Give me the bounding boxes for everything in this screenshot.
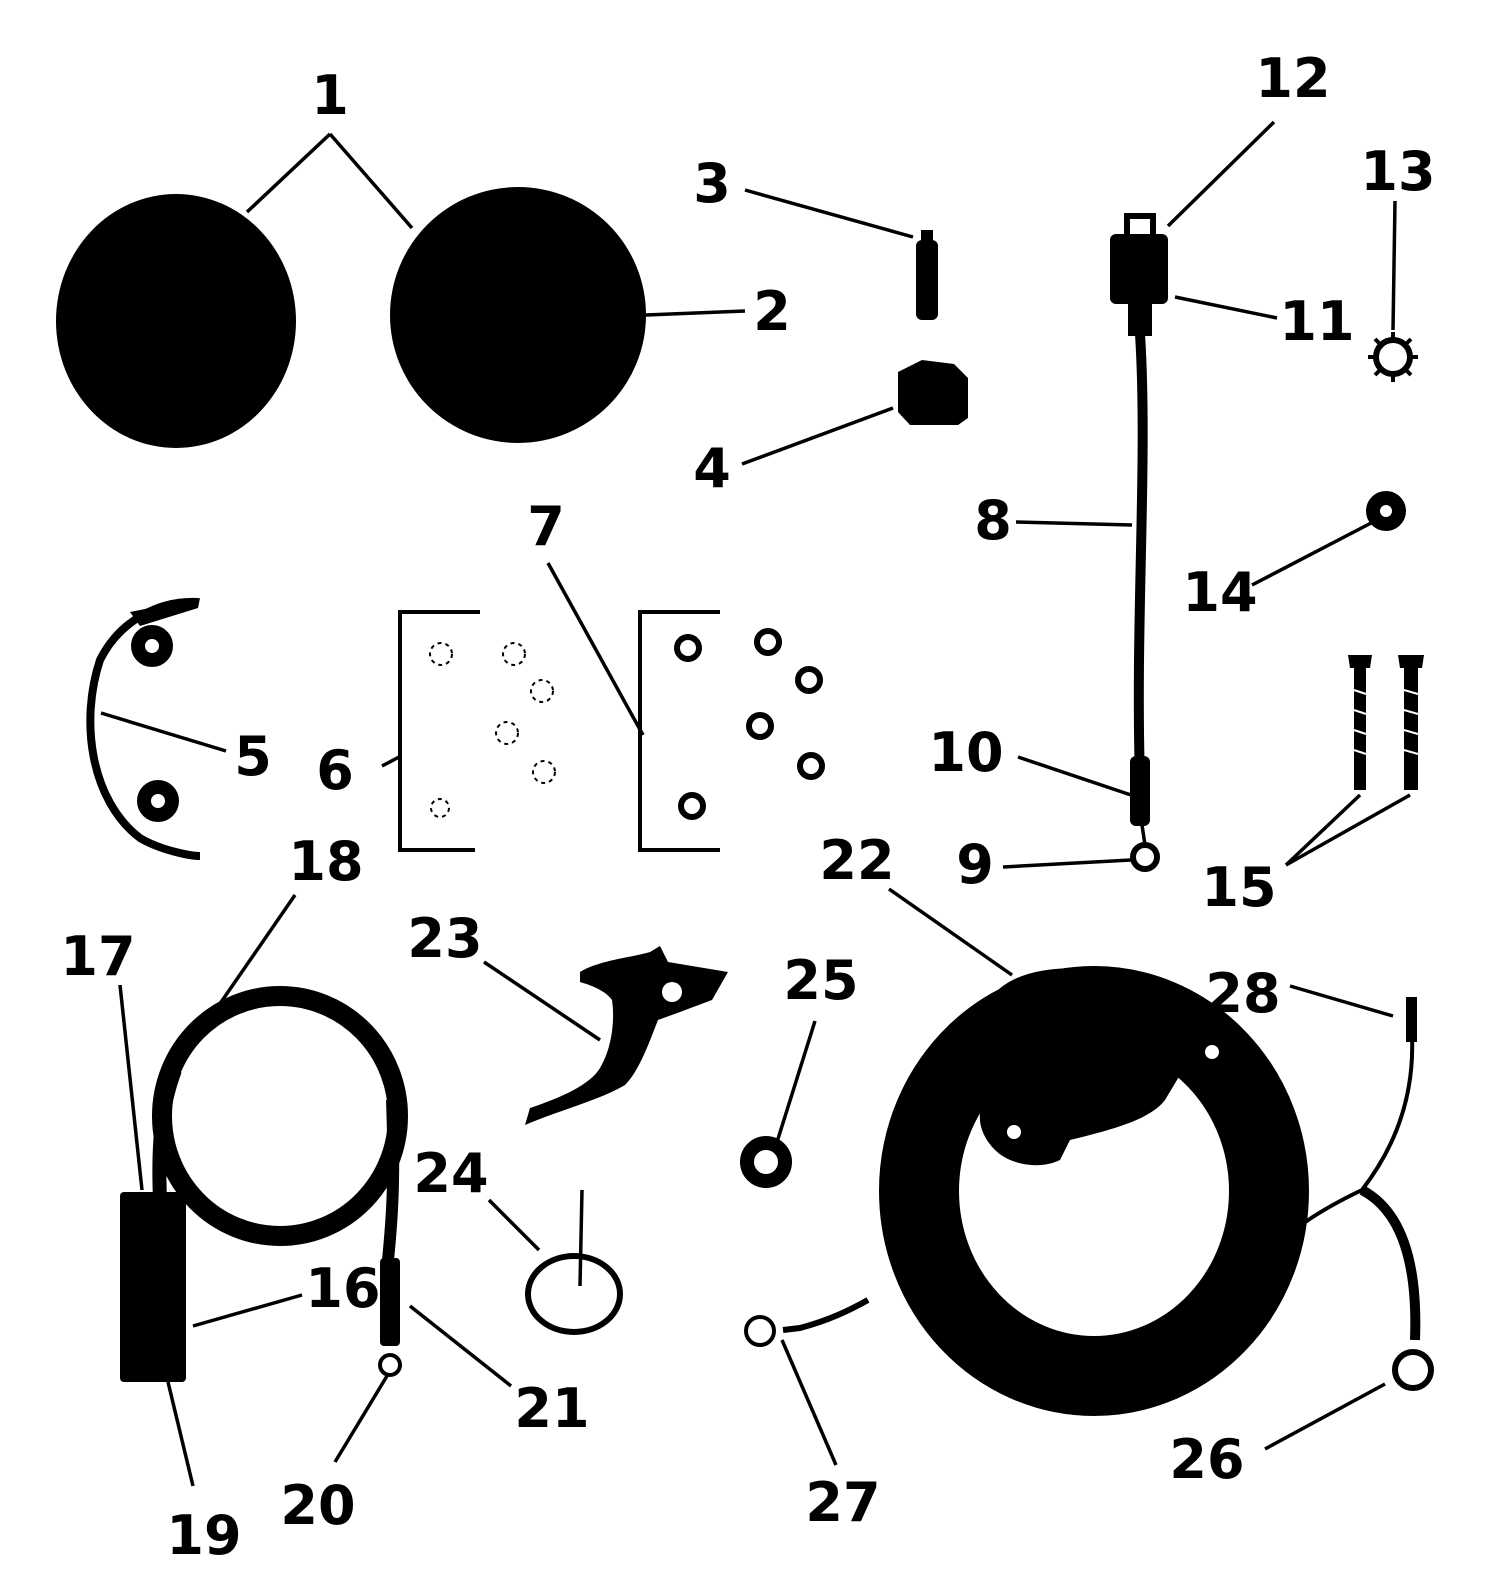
callout-18: 18 — [288, 830, 363, 893]
callout-4: 4 — [693, 437, 731, 500]
callout-17: 17 — [60, 925, 135, 988]
callout-24: 24 — [413, 1142, 488, 1205]
callout-20: 20 — [280, 1474, 355, 1537]
part-plate-right — [638, 610, 825, 852]
part-nut — [1366, 491, 1406, 531]
callout-5: 5 — [234, 725, 272, 788]
callout-3: 3 — [693, 152, 731, 215]
callout-19: 19 — [166, 1504, 241, 1567]
callout-9: 9 — [956, 833, 994, 896]
callout-13: 13 — [1360, 140, 1435, 203]
callout-14: 14 — [1182, 561, 1257, 624]
part-coiled-wire — [120, 986, 408, 1382]
part-coil-assembly — [744, 966, 1434, 1416]
callout-1: 1 — [311, 64, 349, 127]
part-screws — [1348, 655, 1424, 790]
callout-7: 7 — [527, 495, 565, 558]
callout-10: 10 — [928, 721, 1003, 784]
callout-25: 25 — [783, 949, 858, 1012]
callout-23: 23 — [407, 907, 482, 970]
callout-16: 16 — [305, 1257, 380, 1320]
callout-12: 12 — [1255, 47, 1330, 110]
callout-6: 6 — [316, 739, 354, 802]
part-ring — [525, 1189, 623, 1335]
callout-22: 22 — [819, 829, 894, 892]
callout-21: 21 — [514, 1377, 589, 1440]
part-lever — [525, 946, 728, 1125]
part-star-washer — [1368, 332, 1418, 382]
callout-15: 15 — [1201, 856, 1276, 919]
part-disc-left — [56, 194, 296, 448]
leader-lines — [100, 120, 1411, 1487]
part-clip — [86, 597, 201, 860]
callout-27: 27 — [805, 1471, 880, 1534]
callout-2: 2 — [753, 280, 791, 343]
callout-28: 28 — [1205, 962, 1280, 1025]
callout-26: 26 — [1169, 1428, 1244, 1491]
part-washer — [740, 1136, 792, 1188]
part-cap — [898, 360, 968, 425]
callout-11: 11 — [1279, 290, 1354, 353]
part-plate-left — [398, 610, 556, 852]
part-pin — [916, 230, 938, 320]
part-disc-right — [390, 187, 646, 443]
callout-8: 8 — [974, 489, 1012, 552]
part-cable-lead — [1110, 213, 1168, 872]
